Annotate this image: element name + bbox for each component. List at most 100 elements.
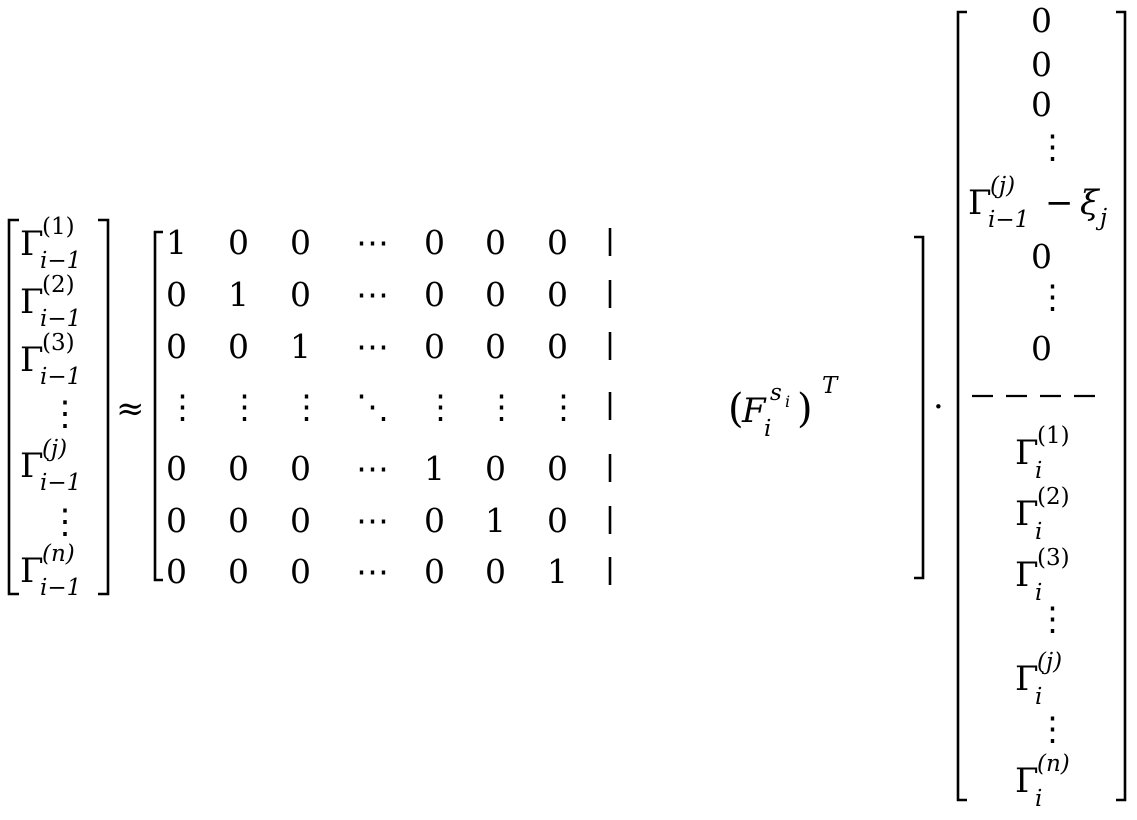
matrix-cell-r7-c5: 0 [424, 552, 445, 591]
lhs-entry-n-sup: (n) [42, 541, 75, 567]
matrix-cell-r7-c7: 1 [547, 552, 568, 591]
matrix-cell-r1-c3: 0 [290, 223, 311, 262]
rhs-top-entry-8: 0 [1031, 329, 1052, 368]
rhs-bottom-entry-1-base: Γ [1015, 433, 1039, 473]
rhs-bottom-entry-1-sup: (1) [1037, 423, 1070, 449]
rhs-top-vdots-1: ⋮ [1036, 127, 1069, 166]
lhs-entry-j-sub: i−1 [40, 470, 81, 496]
lhs-entry-1: Γ (1) i−1 [20, 214, 81, 274]
matrix-cell-r5-c6: 0 [485, 449, 506, 488]
rhs-top-vdots-2: ⋮ [1036, 277, 1069, 316]
rhs-vector: 0 0 0 ⋮ Γ (j) i−1 − ξ j 0 ⋮ 0 Γ (1) i Γ … [956, 1, 1127, 812]
matrix-cell-r2-c6: 0 [485, 275, 506, 314]
jacobian-close-paren: ) [797, 386, 813, 432]
rhs-bottom-entry-n-sub: i [1035, 786, 1042, 812]
matrix-cell-r4-c4: ⋱ [356, 387, 389, 426]
lhs-right-bracket [98, 218, 110, 596]
rhs-bottom-entry-3-sub: i [1035, 580, 1042, 606]
lhs-entry-3-sub: i−1 [40, 364, 81, 390]
rhs-top-entry-1: 0 [1031, 1, 1052, 40]
matrix-left-bracket [153, 230, 163, 582]
matrix-cell-r4-c7: ⋮ [547, 387, 580, 426]
rhs-special-minus: − [1045, 183, 1074, 223]
rhs-special-sub: i−1 [988, 207, 1029, 233]
lhs-entry-1-base: Γ [20, 224, 44, 264]
lhs-entry-j-sup: (j) [42, 436, 67, 462]
jacobian-sup-base: s [770, 380, 782, 406]
rhs-bottom-entry-2-sup: (2) [1037, 484, 1070, 510]
rhs-special-base: Γ [968, 183, 992, 223]
lhs-vdots-2: ⋮ [48, 502, 82, 542]
lhs-left-bracket [7, 218, 19, 596]
lhs-entry-j: Γ (j) i−1 [20, 436, 81, 496]
matrix-cell-r7-c6: 0 [485, 552, 506, 591]
rhs-bottom-entry-j-base: Γ [1015, 659, 1039, 699]
matrix-cell-r1-c2: 0 [228, 223, 249, 262]
rhs-right-bracket [1116, 10, 1127, 802]
matrix-cell-r4-c5: ⋮ [424, 387, 457, 426]
matrix-cell-r7-c3: 0 [290, 552, 311, 591]
matrix-cell-r4-c6: ⋮ [485, 387, 518, 426]
matrix-cell-r1-c1: 1 [166, 223, 187, 262]
matrix-cell-r2-c7: 0 [547, 275, 568, 314]
jacobian-transpose-T: T [822, 373, 839, 399]
lhs-vdots-1: ⋮ [48, 394, 82, 434]
rhs-bottom-entry-2: Γ (2) i [1015, 484, 1070, 545]
matrix-cell-r1-c7: 0 [547, 223, 568, 262]
rhs-bottom-entry-3-sup: (3) [1037, 545, 1070, 571]
rhs-special-sup: (j) [990, 173, 1015, 199]
lhs-entry-2-base: Γ [20, 282, 44, 322]
matrix-cell-r3-c4: ⋯ [356, 327, 389, 366]
matrix-cell-r3-c5: 0 [424, 327, 445, 366]
matrix-cell-r6-c4: ⋯ [356, 501, 389, 540]
lhs-entry-1-sub: i−1 [40, 248, 81, 274]
rhs-special-xi: ξ [1080, 183, 1101, 223]
matrix-cell-r2-c2: 1 [228, 275, 249, 314]
rhs-special-entry: Γ (j) i−1 − ξ j [968, 173, 1107, 233]
matrix-cell-r6-c2: 0 [228, 501, 249, 540]
rhs-top-entry-2: 0 [1031, 45, 1052, 84]
rhs-bottom-entry-2-base: Γ [1015, 494, 1039, 534]
rhs-bottom-vdots-1: ⋮ [1036, 599, 1069, 638]
rhs-bottom-entry-n: Γ (n) i [1015, 751, 1070, 812]
jacobian-transpose: ( F i s i ) T [728, 373, 839, 442]
matrix-cell-r1-c6: 0 [485, 223, 506, 262]
jacobian-open-paren: ( [728, 386, 744, 432]
matrix-cell-r5-c3: 0 [290, 449, 311, 488]
matrix-cell-r2-c3: 0 [290, 275, 311, 314]
dot-operator: · [933, 387, 944, 427]
matrix-cell-r6-c7: 0 [547, 501, 568, 540]
lhs-entry-3-base: Γ [20, 340, 44, 380]
matrix-cell-r4-c2: ⋮ [228, 387, 261, 426]
rhs-bottom-entry-j-sub: i [1035, 684, 1042, 710]
matrix-cell-r2-c5: 0 [424, 275, 445, 314]
matrix-cell-r3-c2: 0 [228, 327, 249, 366]
lhs-entry-3: Γ (3) i−1 [20, 330, 81, 390]
matrix-cell-r2-c4: ⋯ [356, 275, 389, 314]
rhs-bottom-entry-3-base: Γ [1015, 555, 1039, 595]
lhs-entry-2-sup: (2) [42, 272, 75, 298]
lhs-entry-n-sub: i−1 [40, 575, 81, 601]
lhs-entry-n: Γ (n) i−1 [20, 541, 81, 601]
matrix-cell-r4-c3: ⋮ [290, 387, 323, 426]
matrix-cell-r3-c7: 0 [547, 327, 568, 366]
lhs-entry-1-sup: (1) [42, 214, 75, 240]
matrix-cell-r3-c3: 1 [290, 327, 311, 366]
rhs-top-entry-6: 0 [1031, 237, 1052, 276]
matrix-cell-r6-c6: 1 [485, 501, 506, 540]
approx-symbol: ≈ [116, 389, 145, 429]
matrix-cell-r5-c4: ⋯ [356, 449, 389, 488]
matrix-right-bracket [914, 235, 925, 580]
rhs-bottom-entry-2-sub: i [1035, 519, 1042, 545]
matrix-cell-r3-c6: 0 [485, 327, 506, 366]
rhs-bottom-entry-1-sub: i [1035, 458, 1042, 484]
lhs-entry-2-sub: i−1 [40, 306, 81, 332]
rhs-bottom-entry-j-sup: (j) [1037, 649, 1062, 675]
rhs-bottom-entry-1: Γ (1) i [1015, 423, 1070, 484]
matrix-cell-r5-c1: 0 [166, 449, 187, 488]
matrix-cell-r1-c4: ⋯ [356, 223, 389, 262]
matrix-cell-r6-c1: 0 [166, 501, 187, 540]
